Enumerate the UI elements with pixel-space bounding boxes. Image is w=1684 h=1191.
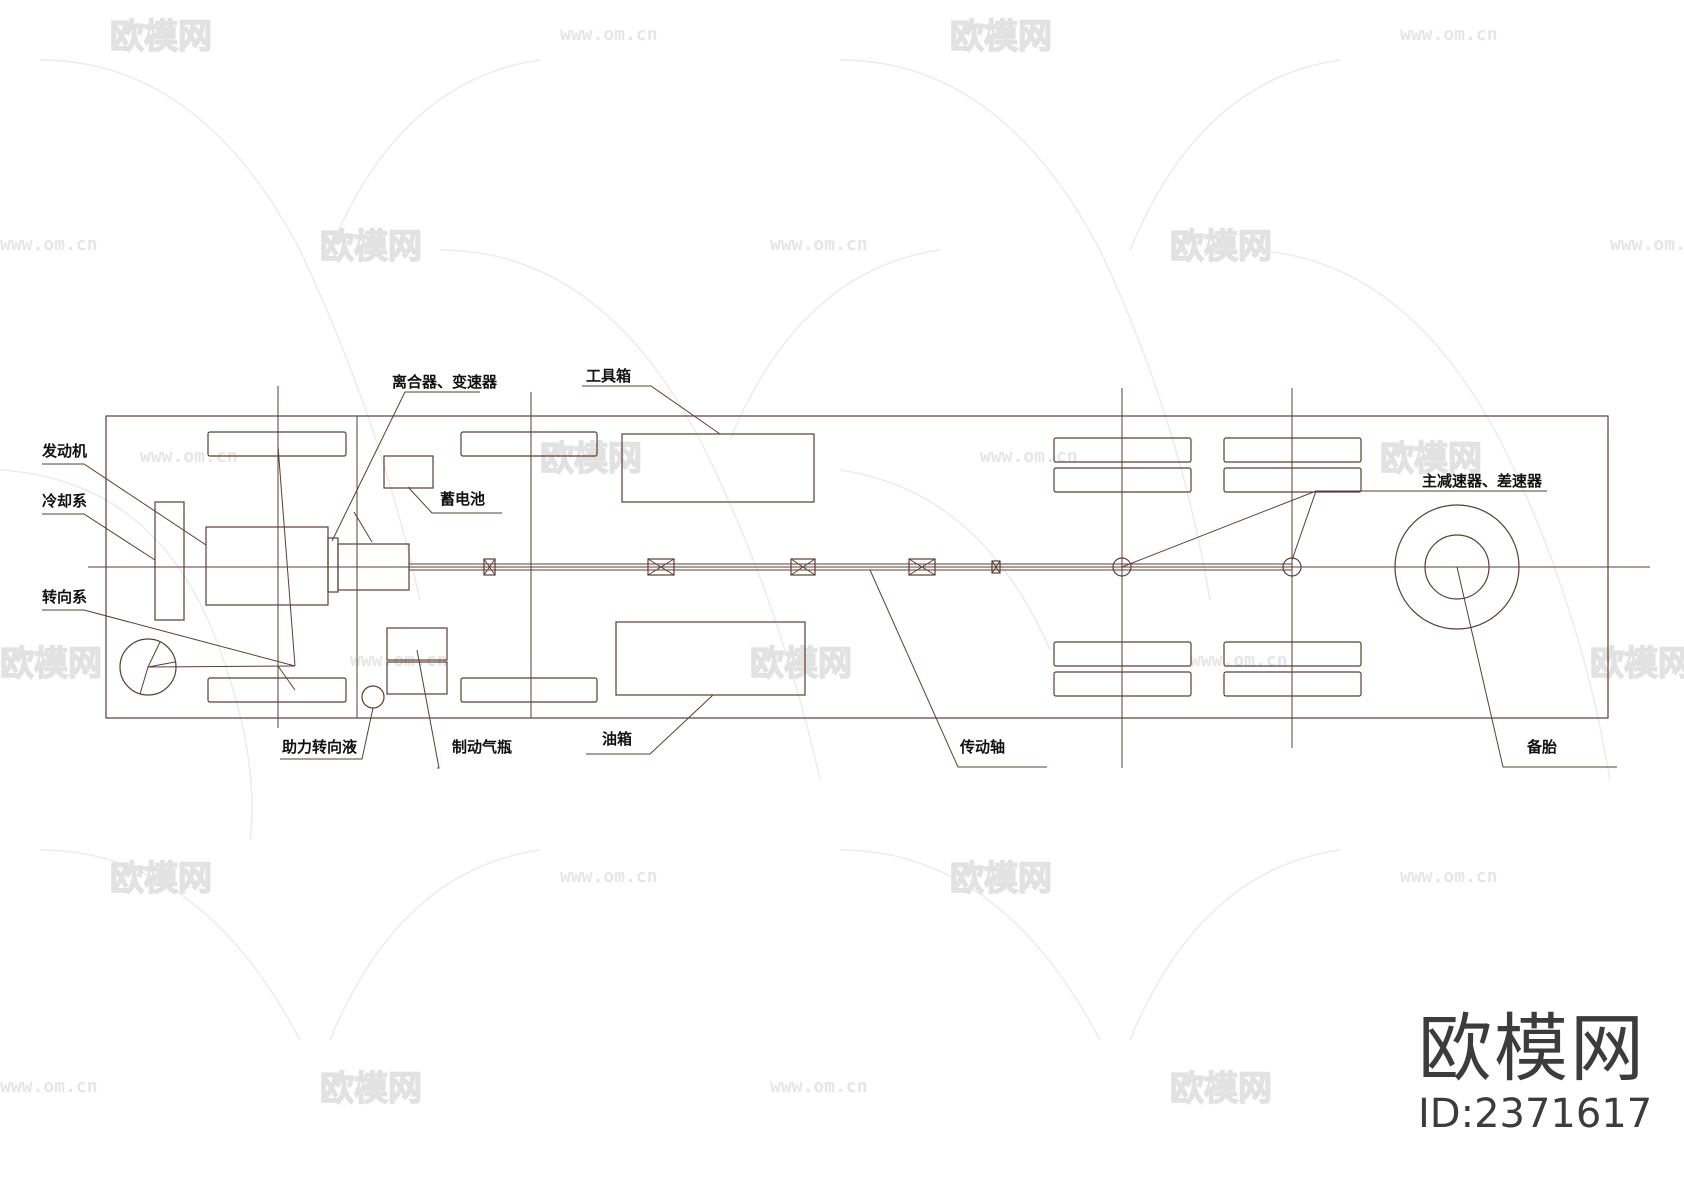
differential-1 (1112, 557, 1132, 577)
rear-wheel-2c (1223, 641, 1362, 667)
chassis-drawing (88, 386, 1650, 768)
watermark-brand: 欧模网 (950, 17, 1052, 57)
label-cooling: 冷却系 (42, 492, 87, 510)
watermark-brand: 欧模网 (110, 859, 212, 899)
front-wheel-left (207, 431, 347, 457)
rear-wheel-1c (1053, 641, 1192, 667)
u-joint (790, 558, 816, 576)
rear-wheel-2a (1223, 437, 1362, 463)
watermark-brand: 欧模网 (1380, 439, 1482, 479)
rear-wheel-2b (1223, 467, 1362, 493)
watermark-brand: 欧模网 (1170, 227, 1272, 267)
label-steering: 转向系 (42, 588, 87, 606)
label-engine: 发动机 (41, 442, 87, 460)
watermark-url: www.om.cn (0, 1076, 98, 1097)
mid-box-top (460, 431, 598, 457)
watermark-url: www.om.cn (980, 446, 1078, 467)
watermark-url: www.om.cn (560, 866, 658, 887)
watermark-brand: 欧模网 (540, 439, 642, 479)
label-spare-tire: 备胎 (1526, 738, 1557, 756)
u-joint (647, 558, 675, 576)
watermark-brand: 欧模网 (750, 644, 852, 684)
rear-wheel-1d (1053, 671, 1192, 697)
watermark-url: www.om.cn (1400, 24, 1498, 45)
battery-box (383, 455, 434, 489)
watermark-brand: 欧模网 (320, 1069, 422, 1109)
fuel-tank-box (615, 621, 806, 696)
clutch-plate (327, 537, 339, 593)
label-clutch-gearbox: 离合器、变速器 (392, 373, 498, 391)
brand-logo-text: 欧模网 (1418, 1006, 1646, 1092)
watermark-url: www.om.cn (770, 1076, 868, 1097)
watermark-brand: 欧模网 (1590, 644, 1684, 684)
label-battery: 蓄电池 (440, 490, 485, 508)
watermark-brand: 欧模网 (110, 17, 212, 57)
brake-air-tank-1 (386, 627, 448, 661)
label-drive-shaft: 传动轴 (959, 738, 1005, 756)
watermark-brand: 欧模网 (950, 859, 1052, 899)
label-toolbox: 工具箱 (586, 367, 631, 385)
watermark-url: www.om.cn (1610, 234, 1684, 255)
watermark-layer: 欧模网 www.om.cn 欧模网 www.om.cn www.om.cn 欧模… (0, 16, 1684, 1110)
watermark-brand: 欧模网 (0, 644, 102, 684)
label-fuel-tank: 油箱 (602, 730, 632, 748)
steering-spoke (139, 666, 149, 695)
steering-spoke (147, 661, 176, 668)
mid-box-bottom (460, 677, 598, 703)
watermark-url: www.om.cn (1190, 650, 1288, 671)
front-wheel-right (207, 677, 347, 703)
u-joint (908, 558, 936, 576)
watermark-url: www.om.cn (140, 446, 238, 467)
spare-tire-outer (1394, 504, 1520, 630)
label-final-drive: 主减速器、差速器 (1422, 472, 1543, 490)
steering-spoke (147, 641, 161, 668)
spare-tire-inner (1424, 534, 1490, 600)
engine-block (205, 526, 329, 606)
watermark-url: www.om.cn (770, 234, 868, 255)
watermark-url: www.om.cn (0, 234, 98, 255)
u-joint (483, 558, 496, 576)
watermark-url: www.om.cn (560, 24, 658, 45)
brake-air-tank-2 (386, 661, 448, 695)
labels: 发动机 冷却系 转向系 离合器、变速器 蓄电池 工具箱 主减速器、差速器 助力转… (41, 367, 1557, 756)
differential-2 (1282, 557, 1302, 577)
rear-wheel-1a (1053, 437, 1192, 463)
toolbox-box (621, 433, 815, 503)
label-power-steering-fluid: 助力转向液 (282, 738, 358, 756)
u-joint (991, 560, 1001, 574)
leader-lines (42, 385, 1617, 769)
label-brake-air-tank: 制动气瓶 (452, 738, 512, 756)
brand-id-text: ID:2371617 (1418, 1091, 1653, 1137)
gearbox (337, 543, 410, 591)
watermark-brand: 欧模网 (1170, 1069, 1272, 1109)
watermark-brand: 欧模网 (320, 227, 422, 267)
watermark-url: www.om.cn (1400, 866, 1498, 887)
power-steering-reservoir (361, 685, 385, 709)
rear-wheel-1b (1053, 467, 1192, 493)
radiator (154, 501, 185, 621)
rear-wheel-2d (1223, 671, 1362, 697)
